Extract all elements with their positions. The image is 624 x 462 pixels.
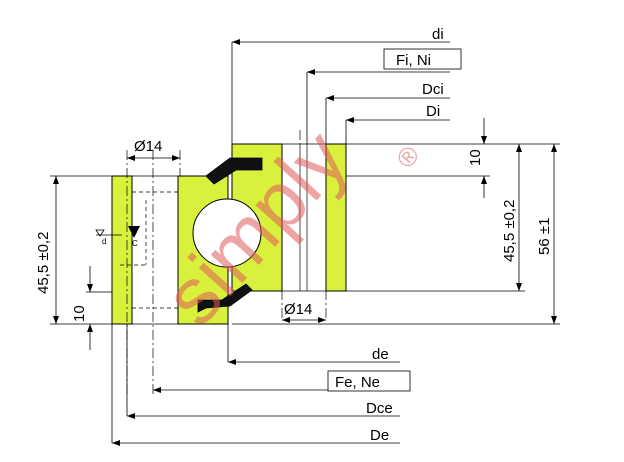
seals [197,157,263,313]
diameter-14-top [127,155,180,161]
diameter-14-bottom-label: Ø14 [284,301,312,318]
diameter-14-top-label: Ø14 [134,138,162,155]
h10-right-label: 10 [467,149,484,166]
fe-ne-box [327,370,411,392]
h10-left-label: 10 [71,305,88,322]
lubrication-nipple: d C [95,226,140,248]
svg-text:®: ® [390,140,425,174]
di-label: di [432,26,444,43]
fe-ne-label: Fe, Ne [335,374,380,391]
de-label: de [372,346,389,363]
top-dimensions [231,39,450,144]
right-dimensions [232,118,560,325]
diameter-14-bottom [282,317,326,323]
De-label: De [370,427,389,444]
left-dimensions [50,175,112,350]
fi-ni-label: Fi, Ni [396,52,431,69]
lube-c-label: C [132,239,138,248]
fi-ni-box [383,48,462,70]
lube-d-label: d [102,237,106,246]
h45-right-label: 45,5 ±0,2 [501,200,518,262]
Di-label: Di [426,103,440,120]
dce-label: Dce [366,400,393,417]
ball [192,198,262,268]
h56-label: 56 ±1 [536,218,553,255]
h45-left-label: 45,5 ±0,2 [35,232,52,294]
dci-label: Dci [422,81,444,98]
